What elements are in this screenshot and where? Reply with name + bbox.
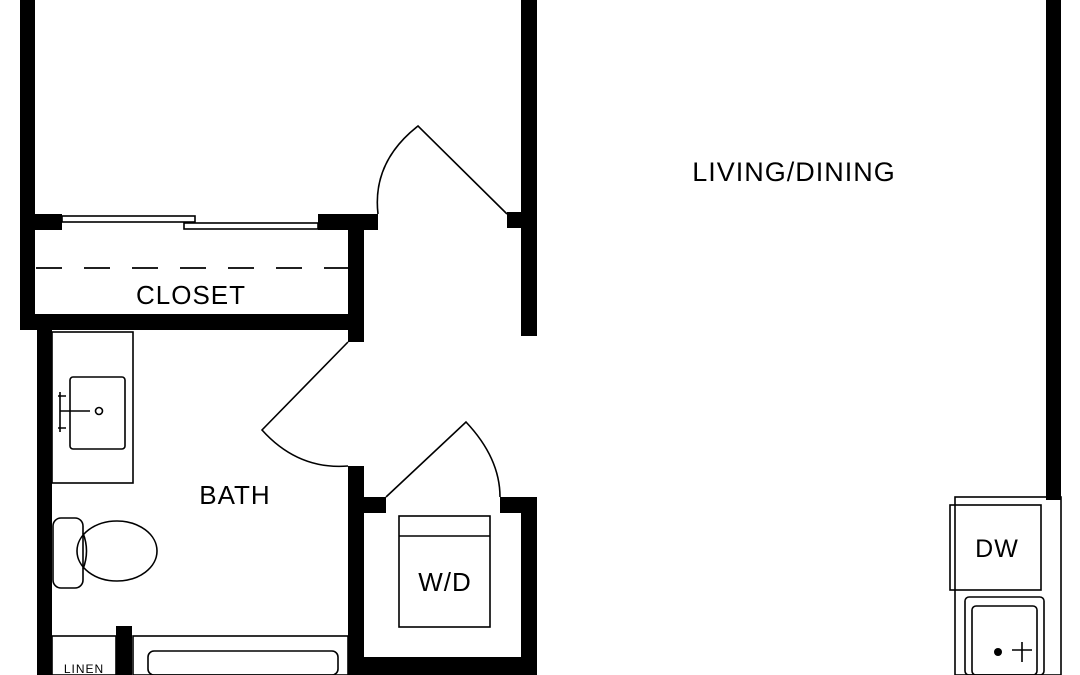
dishwasher-label: DW: [975, 535, 1019, 563]
sink-basin: [69, 376, 126, 450]
closet-sliding-doors: [61, 215, 319, 230]
bath-label: BATH: [199, 480, 270, 510]
wd-bottom-wall: [348, 657, 537, 675]
sliding-door-left: [61, 215, 196, 223]
exterior-walls: [20, 0, 1061, 675]
bedroom-living-wall-lower: [521, 212, 537, 336]
kitchen-faucet-icon: [1012, 642, 1032, 662]
toilet-tank: [52, 517, 84, 589]
washer-dryer-unit: [398, 515, 491, 628]
dishwasher-box: [949, 504, 1042, 591]
closet-right-wall: [348, 214, 364, 342]
washer-dryer-box: [398, 515, 491, 628]
bedroom-living-wall-upper: [521, 0, 537, 228]
left-exterior-wall: [20, 0, 35, 330]
linen-label: LINEN: [64, 662, 104, 675]
wd-door-jamb-left: [348, 497, 386, 513]
bedroom-door-jamb: [507, 212, 537, 228]
linen-closet: [51, 635, 117, 675]
bathtub-inner: [147, 650, 339, 675]
washer-dryer-label: W/D: [418, 567, 472, 597]
kitchen-fixtures: [949, 496, 1062, 675]
left-exterior-wall-lower: [37, 330, 52, 675]
interior-walls: [20, 0, 537, 675]
closet-label: CLOSET: [136, 280, 246, 310]
sink-faucet-icon: [58, 392, 90, 432]
linen-partition: [116, 626, 132, 675]
living-dining-label: LIVING/DINING: [692, 157, 896, 187]
bath-fixtures: [51, 331, 349, 675]
closet-top-wall-left: [20, 214, 62, 230]
right-exterior-wall: [1046, 0, 1061, 500]
kitchen-sink-outer: [964, 596, 1045, 675]
bedroom-door-swing: [376, 124, 508, 215]
toilet-bowl: [76, 520, 158, 582]
wd-right-wall: [521, 497, 537, 675]
bathtub-outer: [132, 635, 349, 675]
closet-bottom-wall: [20, 314, 364, 330]
sink-drain: [94, 406, 104, 416]
kitchen-sink-drain: [994, 648, 1002, 656]
toilet-seat-edge: [82, 532, 88, 570]
wd-door-swing: [385, 420, 501, 498]
kitchen-counter: [954, 496, 1062, 675]
door-swings: [260, 124, 508, 498]
sliding-door-right: [183, 222, 319, 230]
room-labels: LIVING/DINING CLOSET BATH W/D DW LINEN: [64, 157, 1019, 675]
bath-door-swing: [260, 341, 349, 468]
vanity-counter: [51, 331, 134, 484]
bath-right-wall: [348, 466, 364, 675]
kitchen-sink-inner: [971, 605, 1038, 675]
